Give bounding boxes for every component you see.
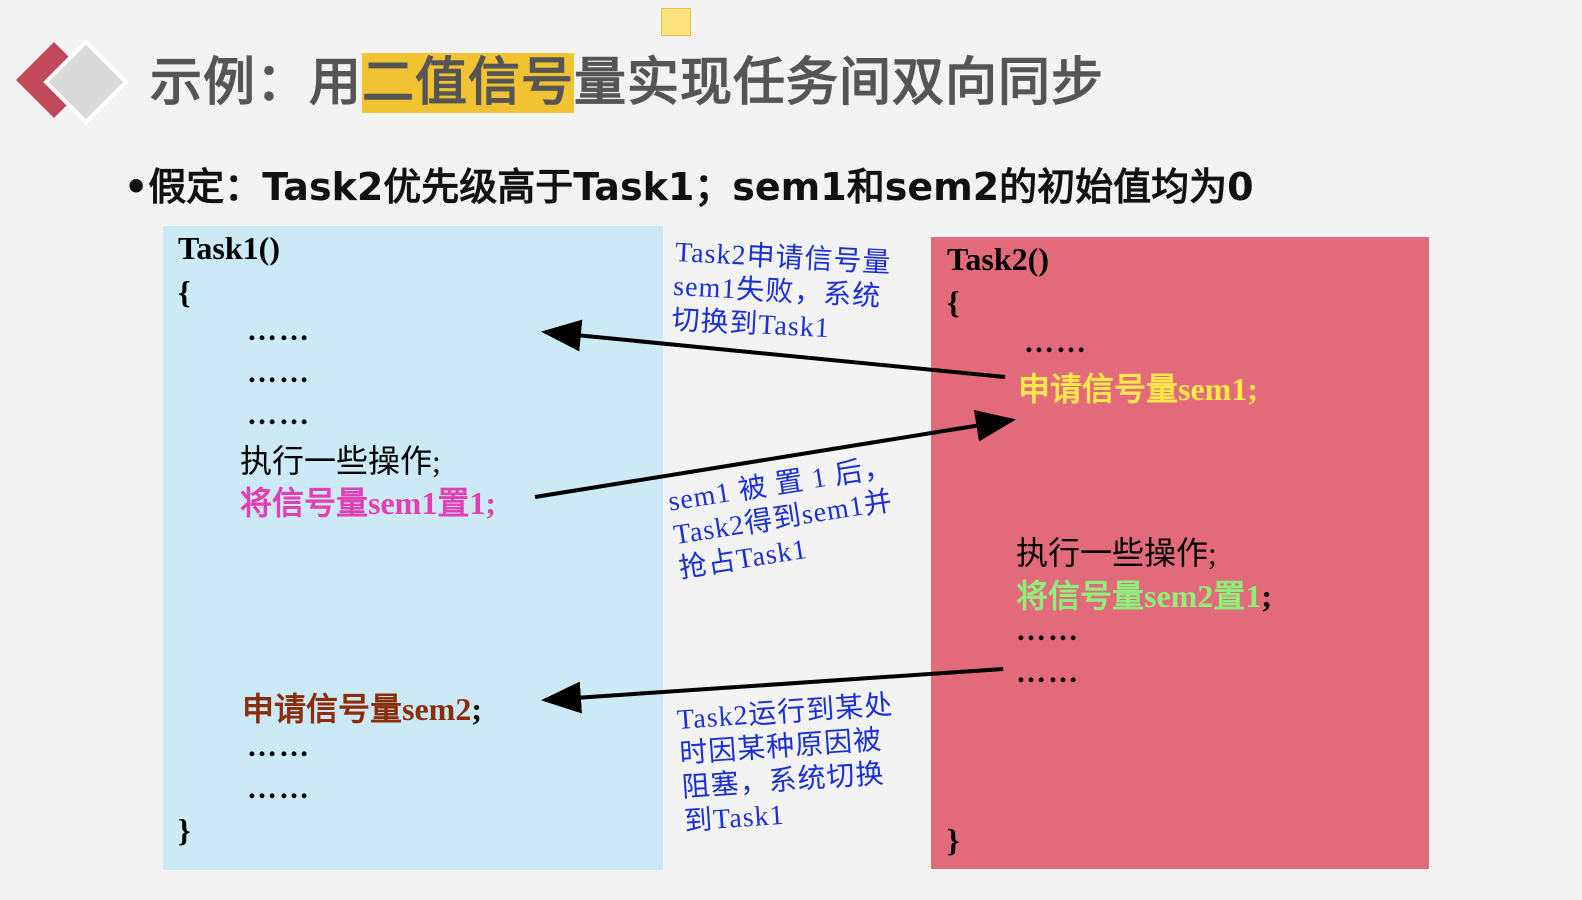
task1-set-sem1: 将信号量sem1置1; — [240, 485, 496, 521]
task1-header: Task1() — [178, 230, 280, 266]
title-highlight: 二值信号 — [362, 53, 575, 113]
task2-request-sem1: 申请信号量sem1; — [1018, 371, 1258, 407]
task1-request-sem2: 申请信号量sem2; — [242, 684, 482, 730]
title-suffix: 量实现任务间双向同步 — [574, 53, 1105, 113]
task1-dots-2: …… — [247, 356, 311, 389]
task2-header: Task2() — [947, 241, 1049, 277]
task1-dots-4: …… — [247, 730, 311, 763]
task2-do-work: 执行一些操作; — [1016, 535, 1217, 571]
task2-close-brace: } — [947, 822, 960, 858]
title-prefix: 示例：用 — [150, 53, 363, 113]
task1-open-brace: { — [178, 274, 191, 310]
task1-dots-3: …… — [247, 398, 311, 431]
assumption-bullet: •假定：Task2优先级高于Task1；sem1和sem2的初始值均为0 — [124, 165, 1254, 209]
task2-set-sem2: 将信号量sem2置1; — [1016, 571, 1272, 617]
task1-do-work: 执行一些操作; — [240, 443, 441, 479]
task1-dots-1: …… — [247, 314, 311, 347]
annotation-switch-to-task1: Task2申请信号量 sem1失败，系统 切换到Task1 — [670, 236, 893, 345]
task2-open-brace: { — [947, 284, 960, 320]
task1-dots-5: …… — [247, 772, 311, 805]
task2-set-sem2-text: 将信号量sem2置1 — [1016, 578, 1262, 614]
slide-title: 示例：用二值信号量实现任务间双向同步 — [150, 40, 1104, 115]
sticky-note-icon[interactable] — [661, 8, 691, 36]
task2-dots-2: …… — [1016, 614, 1080, 647]
logo-icon — [16, 39, 129, 125]
task2-set-sem2-semicolon: ; — [1261, 578, 1272, 614]
task2-dots-1: …… — [1024, 326, 1088, 359]
task1-request-sem2-text: 申请信号量sem2 — [242, 691, 472, 727]
task2-dots-3: …… — [1016, 656, 1080, 689]
task2-panel — [931, 237, 1429, 869]
task1-request-sem2-semicolon: ; — [471, 691, 482, 727]
annotation-blocked-switch: Task2运行到某处 时因某种原因被 阻塞，系统切换 到Task1 — [676, 689, 895, 838]
task1-panel — [163, 226, 663, 870]
task1-close-brace: } — [178, 812, 191, 848]
